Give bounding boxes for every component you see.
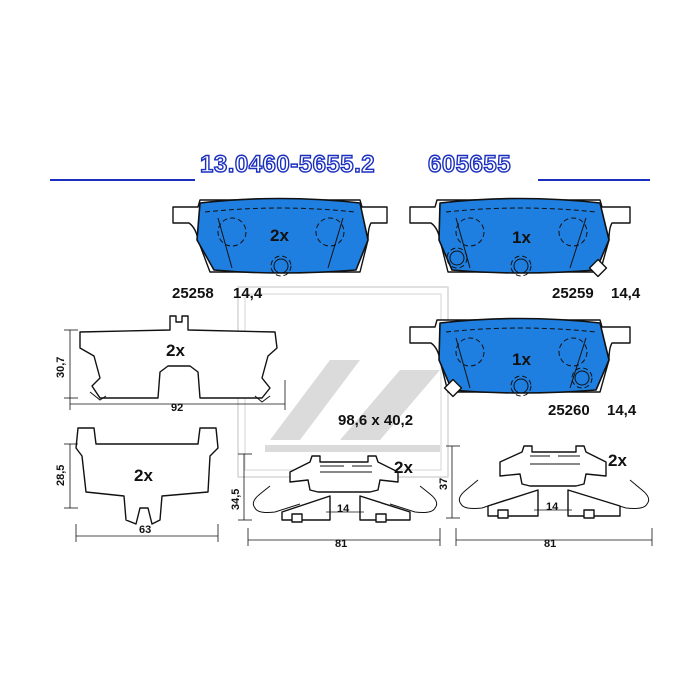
- pad-1-count: 2x: [270, 226, 289, 245]
- pad-size-label: 98,6 x 40,2: [338, 412, 413, 429]
- ate-logo-icon: [237, 286, 449, 478]
- spring-1-inner: 14: [337, 503, 350, 515]
- shim-1-height: 30,7: [55, 357, 67, 378]
- shim-1-width: 92: [171, 402, 183, 414]
- shim-1: 2x 92 30,7: [55, 315, 286, 414]
- pad-3-count: 1x: [512, 350, 531, 369]
- spring-2-inner: 14: [546, 501, 559, 513]
- shim-2-width: 63: [139, 524, 151, 536]
- spring-2-height: 37: [438, 478, 450, 490]
- header: 13.0460-5655.2 605655: [50, 150, 650, 181]
- spring-2-count: 2x: [608, 451, 627, 470]
- spring-1-count: 2x: [394, 458, 413, 477]
- spring-1-width: 81: [335, 538, 347, 550]
- pad-2-count: 1x: [512, 228, 531, 247]
- spring-clip-2: 2x 81 14 37: [438, 445, 653, 550]
- shim-2-height: 28,5: [55, 465, 67, 486]
- shim-2-count: 2x: [134, 466, 153, 485]
- shim-1-count: 2x: [166, 341, 185, 360]
- spring-2-width: 81: [544, 538, 556, 550]
- ref-number: 605655: [428, 151, 511, 178]
- pad-2-code: 25259: [552, 285, 594, 302]
- pad-1-thickness: 14,4: [233, 285, 263, 302]
- spring-1-height: 34,5: [230, 489, 242, 510]
- spring-clip-1: 2x 81 14 34,5: [230, 453, 441, 550]
- pad-2-thickness: 14,4: [611, 285, 641, 302]
- pad-3-code: 25260: [548, 402, 590, 419]
- brake-pad-1: 2x 25258 14,4: [172, 197, 388, 302]
- pad-3-thickness: 14,4: [607, 402, 637, 419]
- brake-pad-2: 1x 25259 14,4: [409, 197, 641, 302]
- part-number: 13.0460-5655.2: [200, 151, 375, 178]
- brake-pad-3: 1x 25260 14,4 98,6 x 40,2: [338, 317, 637, 429]
- shim-2: 2x 63 28,5: [55, 427, 219, 542]
- pad-1-code: 25258: [172, 285, 214, 302]
